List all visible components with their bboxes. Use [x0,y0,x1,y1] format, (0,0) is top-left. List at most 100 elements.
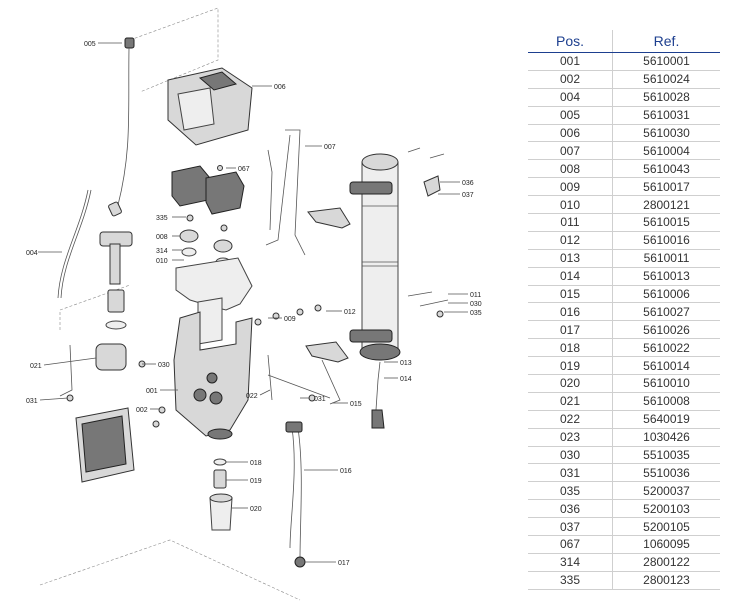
ref-cell: 5640019 [612,410,720,429]
pos-cell: 023 [528,428,613,447]
pos-cell: 314 [528,553,613,572]
pos-cell: 067 [528,535,613,554]
pos-cell: 037 [528,517,613,537]
callout-021: 021 [30,363,42,370]
callout-037: 037 [462,192,474,199]
callout-019: 019 [250,478,262,485]
ref-cell: 5610022 [612,338,720,358]
long-cable-part [285,421,306,568]
callout-314: 314 [156,248,168,255]
ref-cell: 5610031 [612,106,720,125]
ref-cell: 5610008 [612,392,720,411]
pos-cell: 002 [528,70,613,89]
pos-cell: 011 [528,213,613,232]
pos-cell: 010 [528,195,613,215]
ref-cell: 5610016 [612,231,720,250]
filter-tube-part [349,153,401,361]
assembly-outline [39,7,301,601]
callout-030-right: 030 [470,301,482,308]
callout-014: 014 [400,376,412,383]
pos-cell: 006 [528,124,613,143]
ref-cell: 5610004 [612,141,720,161]
callout-002: 002 [136,407,148,414]
pos-cell: 004 [528,88,613,107]
top-cover-part [167,67,253,146]
ref-cell: 5510036 [612,463,720,483]
pos-cell: 019 [528,356,613,376]
ref-cell: 1060095 [612,535,720,554]
pos-cell: 022 [528,410,613,429]
hose-part [57,189,92,299]
ref-cell: 5610026 [612,320,720,340]
pos-cell: 335 [528,571,613,590]
ref-cell: 5610043 [612,159,720,179]
callout-006: 006 [274,84,286,91]
table-header-row: Pos. Ref. [528,30,720,53]
callout-013: 013 [400,360,412,367]
ref-cell: 5610006 [612,285,720,304]
valve-assembly-part [59,231,133,397]
callout-035: 035 [470,310,482,317]
pos-cell: 036 [528,499,613,519]
callout-004: 004 [26,250,38,257]
pos-cell: 020 [528,374,613,393]
ref-column-header: Ref. [612,30,720,53]
pos-cell: 018 [528,338,613,358]
pos-cell: 008 [528,159,613,179]
display-panel-part [75,407,135,483]
callout-labels: 005 006 007 067 335 008 314 010 004 009 … [26,41,482,567]
ref-cell: 5200105 [612,517,720,537]
main-body-part [173,257,253,440]
pos-cell: 001 [528,52,613,71]
pos-cell: 014 [528,267,613,286]
ref-cell: 5200037 [612,481,720,501]
probe-cable-part [371,361,385,429]
ref-cell: 5610014 [612,356,720,376]
callout-015: 015 [350,401,362,408]
callout-005: 005 [84,41,96,48]
ref-cell: 5510035 [612,446,720,465]
callout-012: 012 [344,309,356,316]
ref-cell: 5610001 [612,52,720,71]
callout-036: 036 [462,180,474,187]
ref-cell: 2800123 [612,571,720,590]
bracket-parts [267,207,351,405]
callout-022: 022 [246,393,258,400]
ref-cell: 5610010 [612,374,720,393]
pos-cell: 007 [528,141,613,161]
drain-parts [209,458,233,531]
ref-cell: 5200103 [612,499,720,519]
pos-cell: 021 [528,392,613,411]
ref-cell: 5610024 [612,70,720,89]
screw-parts [66,147,449,428]
ref-cell: 2800122 [612,553,720,572]
ref-cell: 5610013 [612,267,720,286]
cartridge-block-part [171,165,245,267]
ref-cell: 5610027 [612,302,720,322]
leader-lines [38,42,468,563]
pos-cell: 030 [528,446,613,465]
